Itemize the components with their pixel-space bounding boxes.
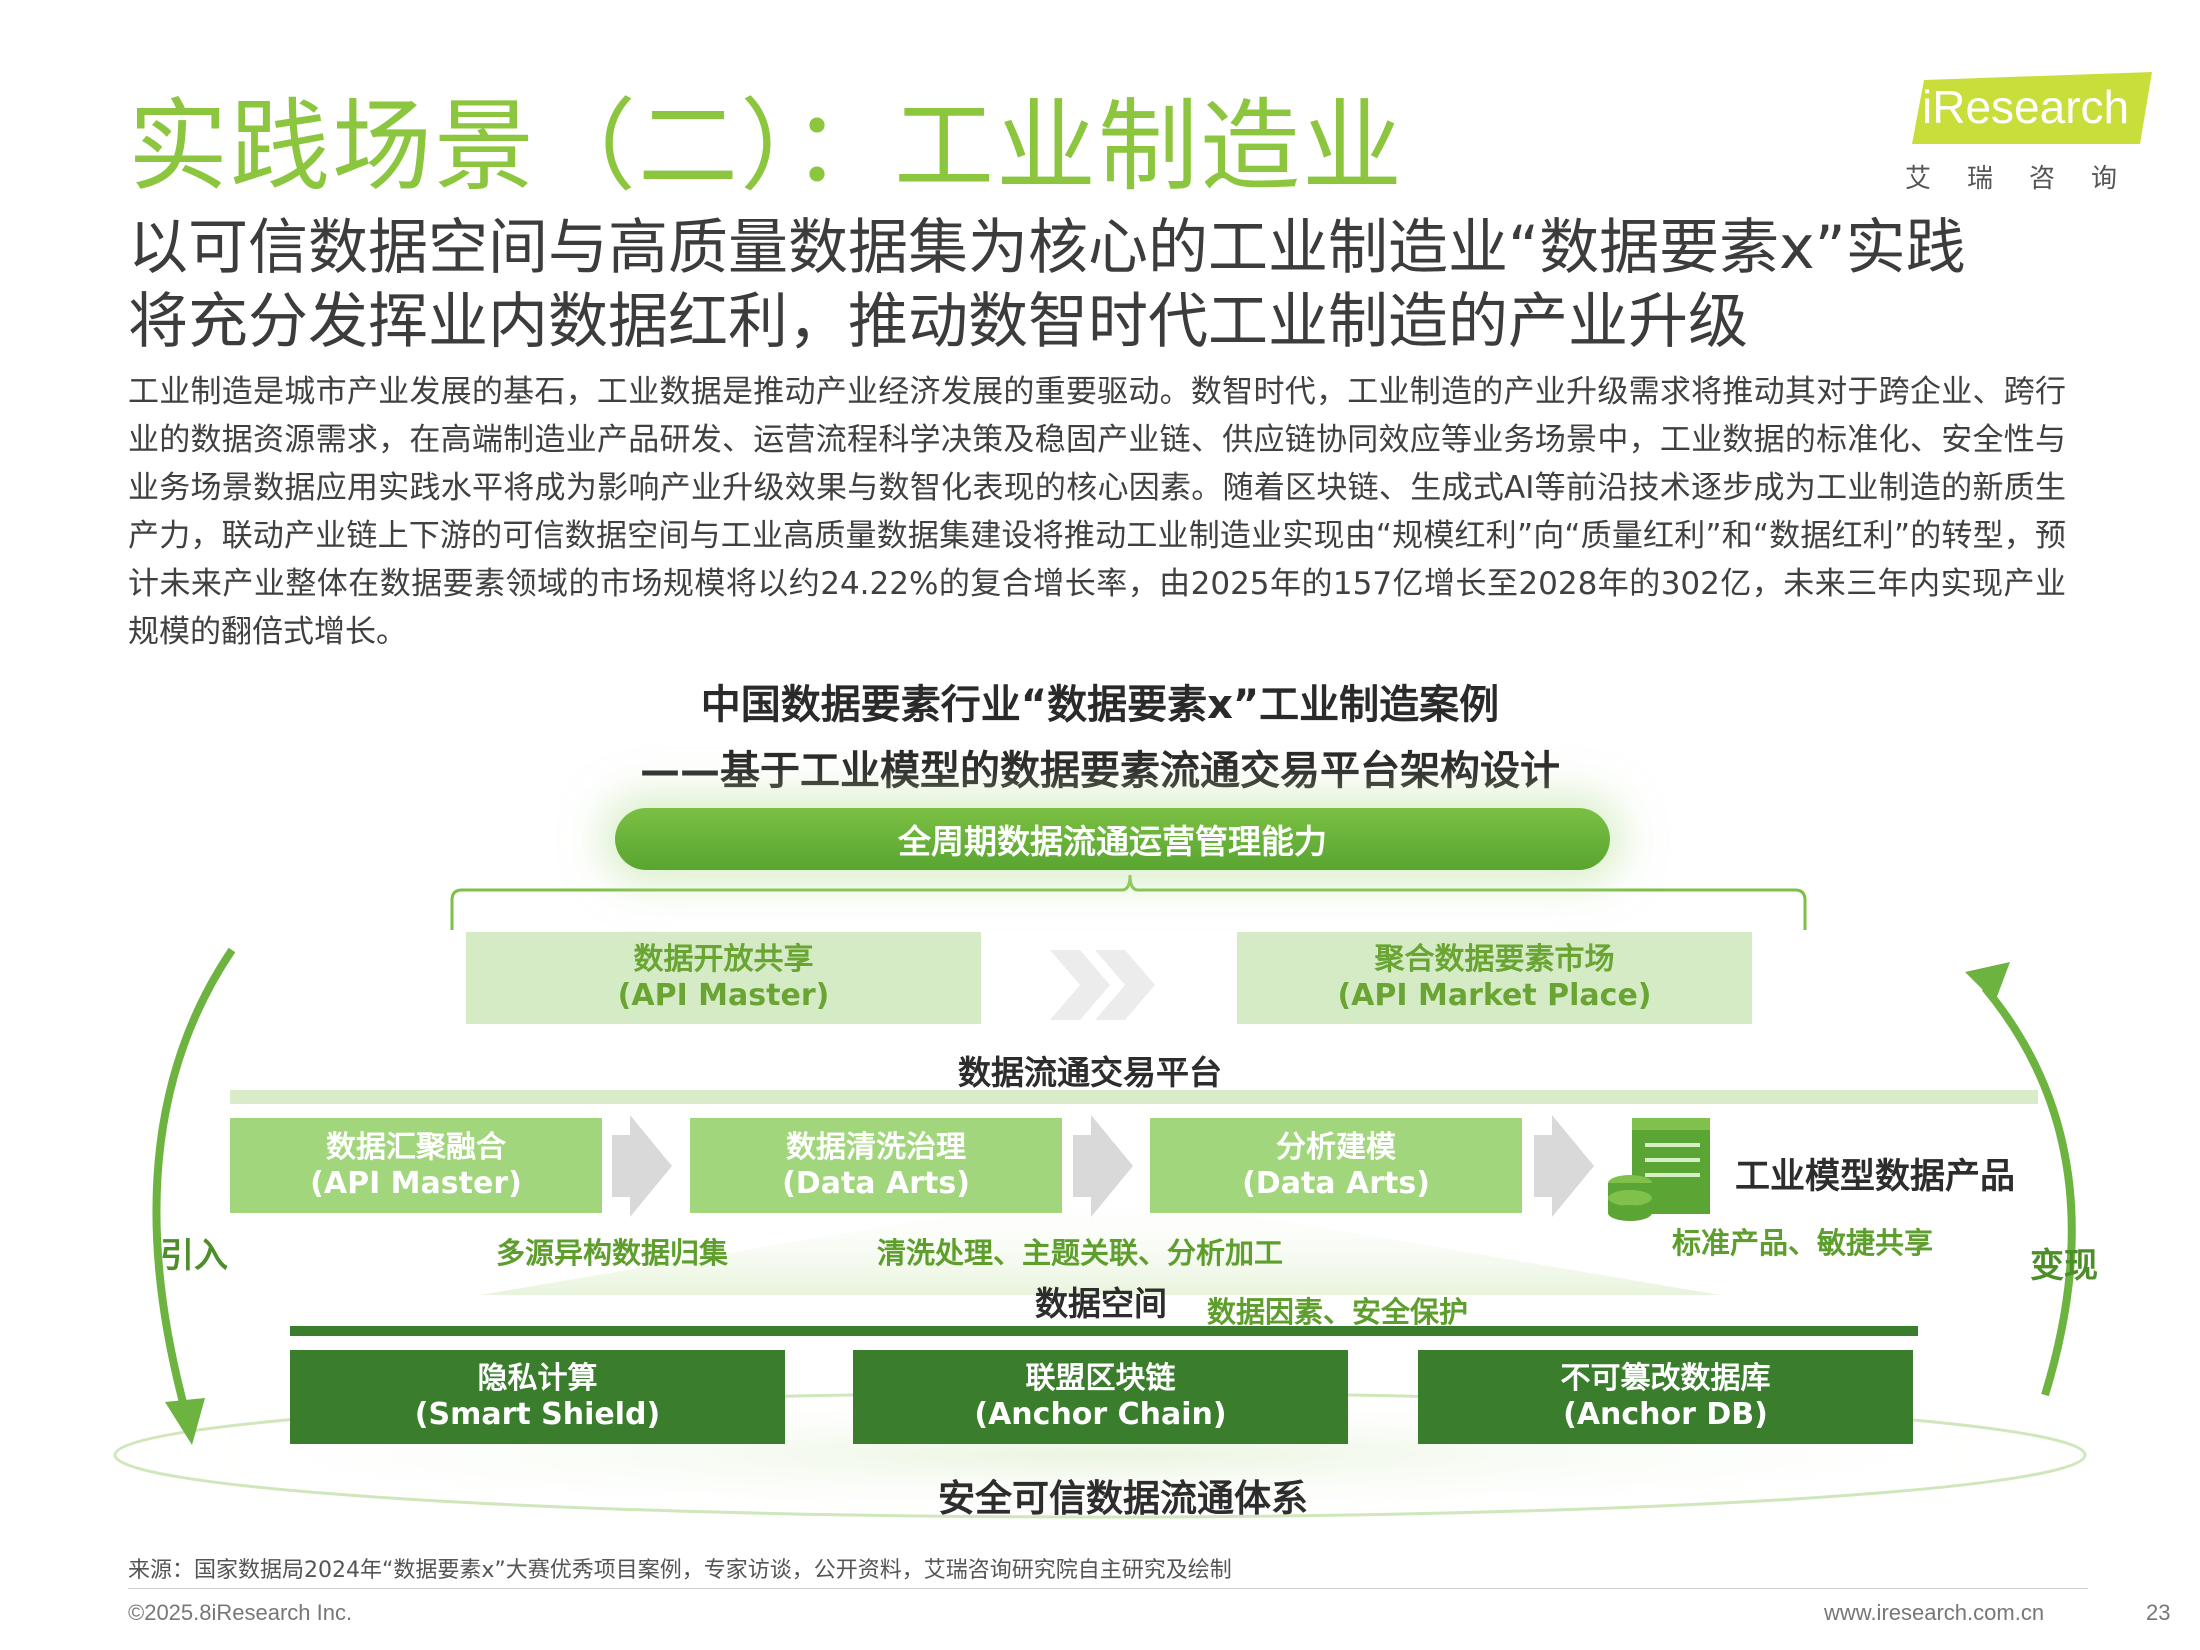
copyright: ©2025.8iResearch Inc. (128, 1600, 353, 1625)
data-space-caption: 数据因素、安全保护 (1207, 1295, 1469, 1329)
process-arrow-1 (612, 1115, 672, 1217)
left-arc-label: 引入 (160, 1236, 228, 1276)
box-subtitle: (Data Arts) (782, 1165, 970, 1201)
caption-cleaning: 清洗处理、主题关联、分析加工 (877, 1236, 1284, 1270)
box-subtitle: (API Master) (617, 978, 830, 1013)
platform-label: 数据流通交易平台 (958, 1053, 1222, 1092)
box-subtitle: (API Master) (310, 1165, 522, 1201)
right-arc-label: 变现 (2030, 1246, 2098, 1286)
diagram-title: 中国数据要素行业“数据要素x”工业制造案例 (700, 682, 1500, 728)
box-subtitle: (Anchor DB) (1563, 1397, 1768, 1432)
top-bracket (450, 874, 1807, 930)
logo-text: iResearch (1922, 81, 2130, 133)
data-market-box: 聚合数据要素市场 (API Market Place) (1237, 932, 1752, 1024)
iresearch-logo-shape (1912, 72, 2152, 144)
data-cone (480, 1190, 1720, 1295)
page-subtitle-line1: 以可信数据空间与高质量数据集为核心的工业制造业“数据要素x”实践 (128, 213, 1966, 283)
caption-aggregation: 多源异构数据归集 (496, 1236, 729, 1270)
box-title: 数据清洗治理 (786, 1129, 966, 1165)
left-arc (152, 947, 236, 1412)
box-title: 数据汇聚融合 (326, 1129, 506, 1165)
process-box-aggregation: 数据汇聚融合 (API Master) (230, 1118, 602, 1213)
process-arrow-2 (1073, 1115, 1133, 1217)
process-box-cleaning: 数据清洗治理 (Data Arts) (690, 1118, 1062, 1213)
box-subtitle: (Data Arts) (1242, 1165, 1430, 1201)
product-caption: 标准产品、敏捷共享 (1672, 1226, 1934, 1260)
double-chevron (1050, 950, 1110, 1020)
process-box-modeling: 分析建模 (Data Arts) (1150, 1118, 1522, 1213)
box-title: 隐私计算 (477, 1361, 598, 1396)
product-label: 工业模型数据产品 (1735, 1157, 2016, 1197)
immutable-db-box: 不可篡改数据库 (Anchor DB) (1418, 1350, 1913, 1444)
box-title: 联盟区块链 (1025, 1361, 1176, 1396)
page-number: 23 (2146, 1600, 2171, 1625)
page-subtitle-line2: 将充分发挥业内数据红利，推动数智时代工业制造的产业升级 (128, 287, 1748, 357)
box-subtitle: (API Market Place) (1337, 978, 1652, 1013)
diagram-subtitle: ——基于工业模型的数据要素流通交易平台架构设计 (640, 748, 1560, 794)
privacy-computing-box: 隐私计算 (Smart Shield) (290, 1350, 785, 1444)
base-system-label: 安全可信数据流通体系 (938, 1477, 1308, 1520)
platform-bar (230, 1090, 2038, 1104)
website-link[interactable]: www.iresearch.com.cn (1824, 1600, 2045, 1625)
process-arrow-3 (1534, 1115, 1594, 1217)
page-title: 实践场景（二）：工业制造业 (128, 88, 1404, 205)
source-note: 来源：国家数据局2024年“数据要素x”大赛优秀项目案例，专家访谈，公开资料，艾… (128, 1558, 1232, 1583)
data-open-share-box: 数据开放共享 (API Master) (466, 932, 981, 1024)
left-arc-arrowhead (165, 1398, 205, 1445)
box-title: 分析建模 (1276, 1129, 1396, 1165)
box-title: 数据开放共享 (633, 942, 814, 977)
right-arc-arrowhead (1965, 962, 2010, 1002)
footer-divider (128, 1588, 2088, 1589)
logo-subtext: 艾瑞咨询 (1905, 164, 2154, 194)
box-title: 不可篡改数据库 (1560, 1361, 1771, 1396)
data-space-label: 数据空间 (1035, 1284, 1167, 1323)
consortium-blockchain-box: 联盟区块链 (Anchor Chain) (853, 1350, 1348, 1444)
box-subtitle: (Smart Shield) (414, 1397, 661, 1432)
lifecycle-ops-pill: 全周期数据流通运营管理能力 (615, 808, 1610, 870)
box-title: 聚合数据要素市场 (1374, 942, 1615, 977)
body-paragraph: 工业制造是城市产业发展的基石，工业数据是推动产业经济发展的重要驱动。数智时代，工… (128, 374, 2066, 650)
right-arc (1981, 985, 2076, 1397)
server-database-icon (1608, 1118, 1710, 1221)
data-space-bar (290, 1326, 1918, 1336)
box-subtitle: (Anchor Chain) (974, 1397, 1227, 1432)
